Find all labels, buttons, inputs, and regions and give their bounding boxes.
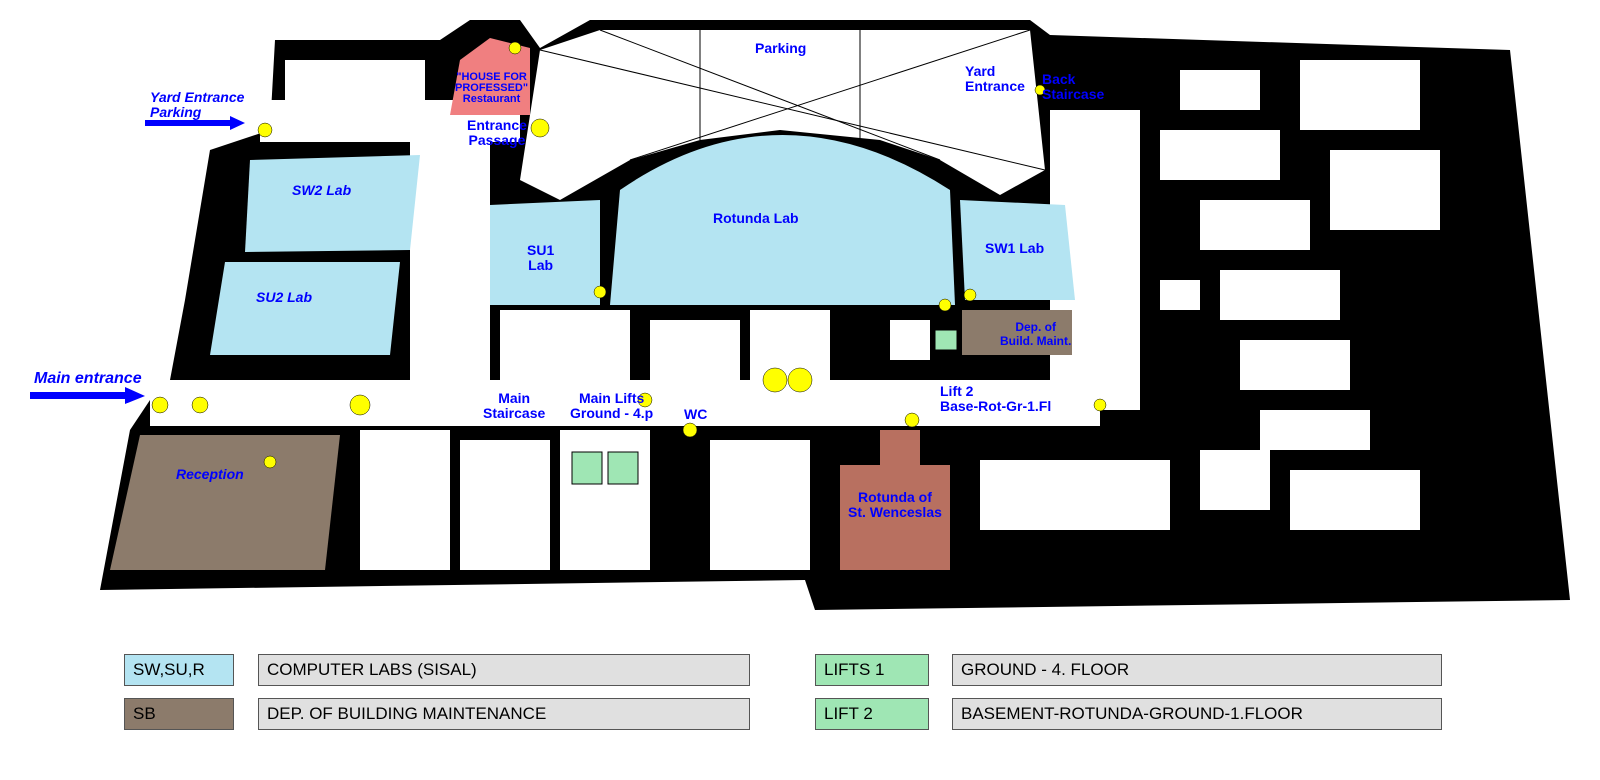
label-line: Build. Maint. xyxy=(1000,334,1072,348)
label-line: SU1 xyxy=(527,242,555,258)
arrow-yard-entrance xyxy=(145,116,245,130)
label-line: St. Wenceslas xyxy=(848,504,942,520)
rotunda-st-room xyxy=(840,430,950,570)
label-sw2-lab: SW2 Lab xyxy=(292,182,352,198)
label-line: Entrance xyxy=(467,117,527,133)
rotunda-lab-room xyxy=(610,135,955,305)
door-markers xyxy=(151,41,1107,469)
courtyard-parking xyxy=(520,30,1045,200)
label-line: "HOUSE FOR xyxy=(456,71,527,83)
label-line: Staircase xyxy=(1042,86,1105,102)
label-line: Lab xyxy=(528,257,554,273)
label-line: Base-Rot-Gr-1.Fl xyxy=(940,398,1052,414)
label-line: Ground - 4.p xyxy=(570,405,654,421)
legend-desc-building-maintenance: DEP. OF BUILDING MAINTENANCE xyxy=(258,698,750,730)
legend-desc-computer-labs: COMPUTER LABS (SISAL) xyxy=(258,654,750,686)
label-line: Main Lifts xyxy=(578,390,645,406)
restaurant-room xyxy=(450,38,530,115)
label-su2-lab: SU2 Lab xyxy=(256,289,313,305)
main-lift-2 xyxy=(607,451,639,485)
legend-code-lift-2: LIFT 2 xyxy=(815,698,929,730)
reception-room xyxy=(110,435,340,570)
label-line: Entrance xyxy=(965,78,1025,94)
floor-plan xyxy=(30,20,1570,610)
label-line: Passage xyxy=(468,132,526,148)
label-line: Rotunda of xyxy=(858,489,932,505)
label-main-entrance: Main entrance xyxy=(34,370,142,387)
label-line: Dep. of xyxy=(1015,320,1056,334)
rooms xyxy=(285,60,1440,570)
arrow-main-entrance xyxy=(30,387,145,404)
label-line: Restaurant xyxy=(462,93,521,105)
label-line: Back xyxy=(1042,71,1076,87)
label-reception: Reception xyxy=(176,466,244,482)
lift2-box xyxy=(934,329,958,351)
label-line: Staircase xyxy=(483,405,546,421)
label-line: Main xyxy=(498,390,531,406)
su2-lab-room xyxy=(210,262,400,355)
label-wc: WC xyxy=(684,406,708,422)
parking-lines xyxy=(539,29,1046,171)
legend-code-building-maintenance: SB xyxy=(124,698,234,730)
label-line: PROFESSED" xyxy=(455,82,529,94)
legend-desc-lifts-1: GROUND - 4. FLOOR xyxy=(952,654,1442,686)
label-parking: Parking xyxy=(755,40,807,56)
su1-lab-room xyxy=(490,200,600,305)
label-line: Parking xyxy=(150,104,202,120)
corridor-left xyxy=(410,140,490,390)
label-rotunda-lab: Rotunda Lab xyxy=(713,210,799,226)
label-line: Lift 2 xyxy=(940,383,974,399)
sw2-lab-room xyxy=(245,155,420,252)
legend-code-lifts-1: LIFTS 1 xyxy=(815,654,929,686)
legend-desc-lift-2: BASEMENT-ROTUNDA-GROUND-1.FLOOR xyxy=(952,698,1442,730)
main-lift-1 xyxy=(571,451,603,485)
label-sw1-lab: SW1 Lab xyxy=(985,240,1045,256)
label-line: Yard Entrance xyxy=(150,89,245,105)
label-line: Yard xyxy=(965,63,996,79)
legend-code-computer-labs: SW,SU,R xyxy=(124,654,234,686)
sw1-lab-room xyxy=(960,200,1075,300)
dep-maint-room xyxy=(962,310,1072,355)
corridor-main xyxy=(150,380,1100,426)
